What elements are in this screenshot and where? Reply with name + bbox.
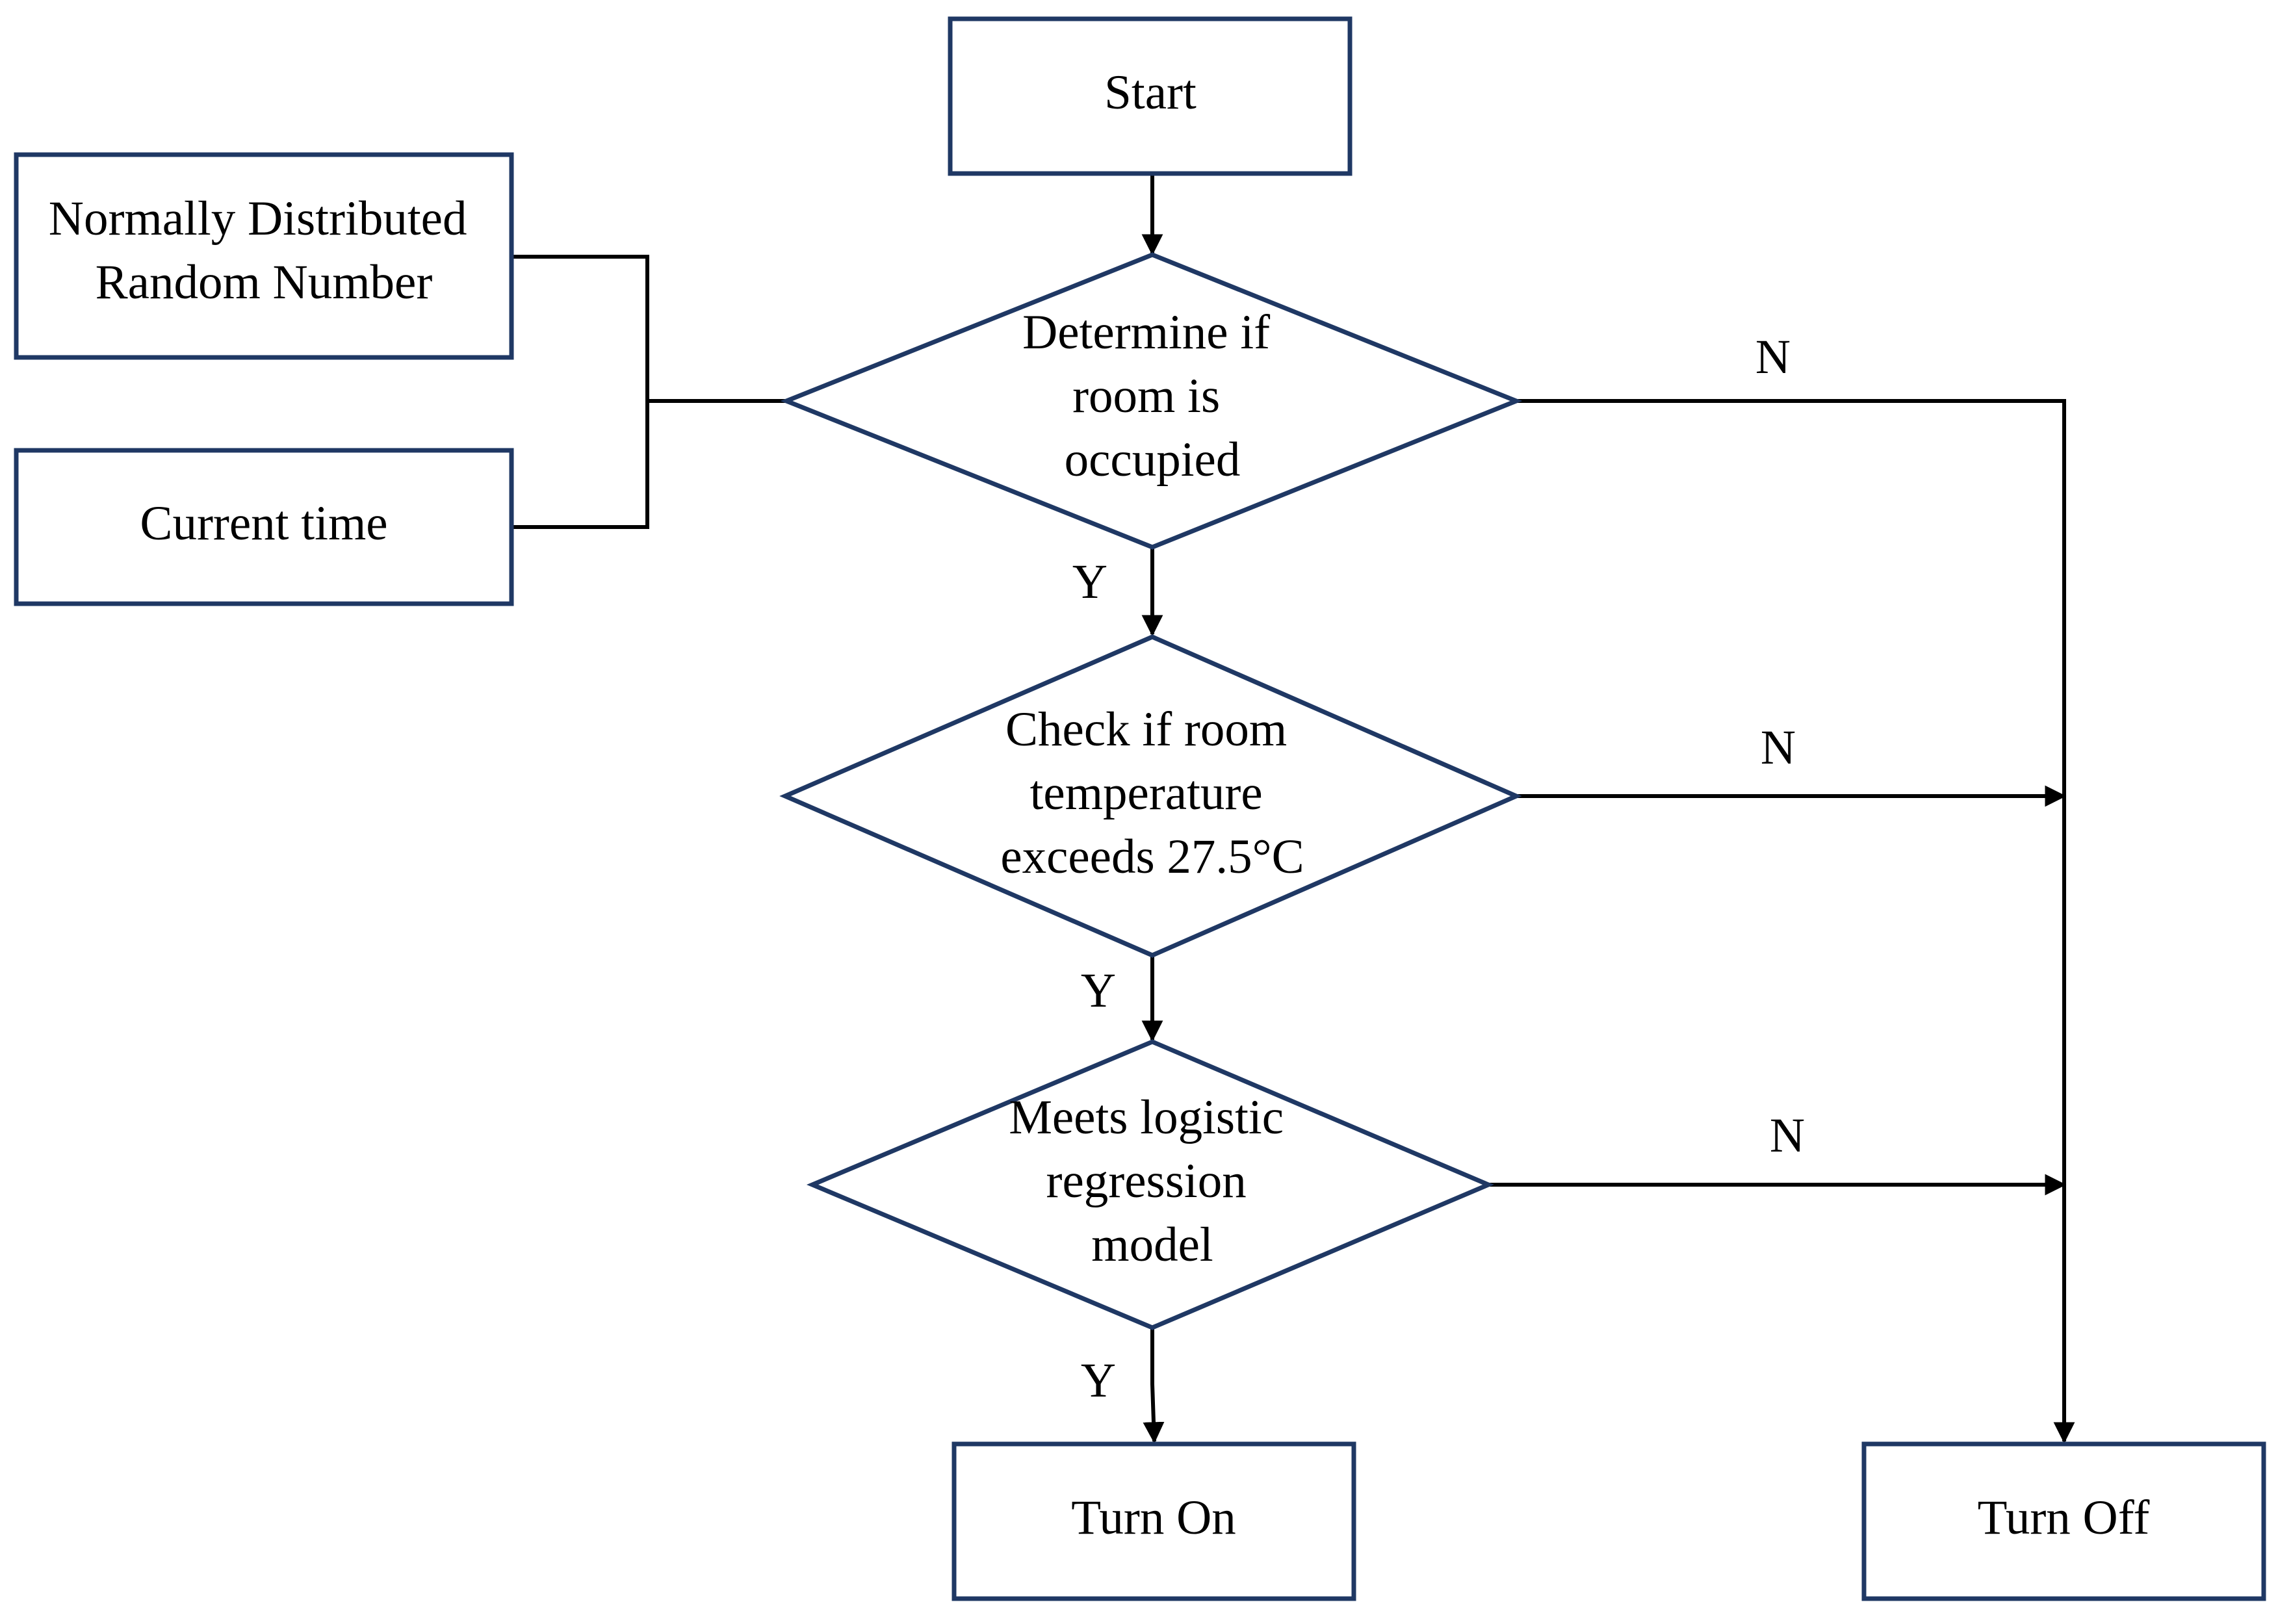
- connector-random-number-merge: [511, 255, 649, 401]
- logistic-line-2: regression: [1046, 1154, 1247, 1208]
- temperature-line-3: exceeds 27.5°C: [1000, 830, 1304, 884]
- start-label: Start: [1104, 66, 1197, 120]
- occupied-no-label: N: [1755, 330, 1791, 384]
- random-number-line-1: Normally Distributed: [49, 192, 467, 246]
- occupied-yes-label: Y: [1072, 555, 1107, 609]
- connector-occupied-no: [1516, 399, 2075, 1444]
- turn-on-node: Turn On: [951, 1441, 1356, 1601]
- turn-off-label: Turn Off: [1978, 1491, 2150, 1545]
- connector-current-time-merge: [511, 401, 649, 529]
- connectors: [511, 175, 2075, 1444]
- occupied-decision-node: Determine if room is occupied: [780, 252, 1523, 550]
- temperature-yes-label: Y: [1081, 964, 1116, 1018]
- temperature-decision-label: Check if room temperature exceeds 27.5°C: [1000, 702, 1304, 884]
- connector-logistic-yes: [1143, 1326, 1165, 1444]
- occupied-line-3: occupied: [1065, 433, 1241, 487]
- temperature-decision-node: Check if room temperature exceeds 27.5°C: [779, 634, 1522, 958]
- current-time-node: Current time: [14, 448, 514, 606]
- current-time-label: Current time: [140, 496, 387, 550]
- occupied-line-1: Determine if: [1022, 305, 1270, 359]
- logistic-decision-node: Meets logistic regression model: [806, 1039, 1494, 1330]
- temperature-line-2: temperature: [1030, 766, 1263, 820]
- logistic-line-3: model: [1091, 1218, 1213, 1272]
- temperature-no-label: N: [1761, 721, 1796, 775]
- occupied-line-2: room is: [1072, 369, 1220, 423]
- turn-on-label: Turn On: [1071, 1491, 1236, 1545]
- temperature-line-1: Check if room: [1005, 702, 1287, 756]
- random-number-node: Normally Distributed Random Number: [14, 152, 514, 360]
- occupied-decision-label: Determine if room is occupied: [1022, 305, 1282, 487]
- logistic-yes-label: Y: [1081, 1354, 1116, 1408]
- start-node: Start: [948, 16, 1353, 176]
- random-number-line-2: Random Number: [96, 255, 433, 309]
- turn-off-node: Turn Off: [1861, 1441, 2266, 1601]
- random-number-label: Normally Distributed Random Number: [49, 192, 479, 309]
- logistic-decision-label: Meets logistic regression model: [1009, 1090, 1296, 1272]
- logistic-no-label: N: [1770, 1109, 1805, 1163]
- branch-labels: N Y N Y N Y: [1072, 330, 1805, 1408]
- logistic-line-1: Meets logistic: [1009, 1090, 1284, 1144]
